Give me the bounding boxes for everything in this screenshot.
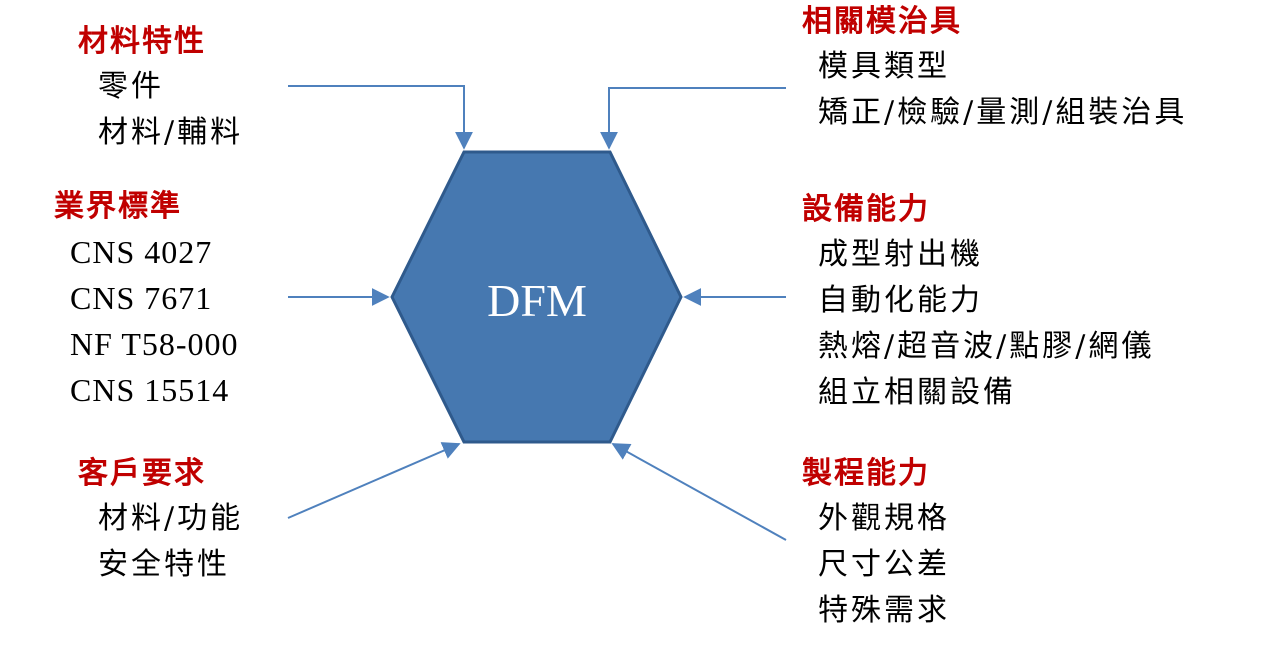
group-customer: 客戶要求 材料/功能 安全特性 [78,452,243,588]
heading-tooling: 相關模治具 [802,4,962,39]
item-process: 尺寸公差 [818,547,950,582]
arrow-tooling [600,87,786,150]
dfm-label: DFM [487,275,587,326]
item-materials: 零件 [98,69,164,104]
item-standard: NF T58-000 [70,326,239,362]
items-customer: 材料/功能 安全特性 [78,496,243,588]
heading-materials: 材料特性 [78,24,206,59]
item-customer: 材料/功能 [98,501,244,536]
group-equipment: 設備能力 成型射出機 自動化能力 熱熔/超音波/點膠/網儀 組立相關設備 [802,188,1154,416]
items-equipment: 成型射出機 自動化能力 熱熔/超音波/點膠/網儀 組立相關設備 [802,232,1154,416]
item-standard: CNS 7671 [70,280,213,316]
arrow-materials [288,85,473,150]
heading-standards: 業界標準 [54,189,182,224]
item-standard: CNS 15514 [70,372,230,408]
arrow-customer [287,442,461,519]
group-standards: 業界標準 CNS 4027 CNS 7671 NF T58-000 CNS 15… [54,185,239,413]
item-equipment: 熱熔/超音波/點膠/網儀 [818,329,1155,364]
items-tooling: 模具類型 矯正/檢驗/量測/組裝治具 [802,44,1187,136]
item-standard: CNS 4027 [70,234,213,270]
heading-equipment: 設備能力 [802,192,930,227]
arrows [287,85,787,541]
heading-process: 製程能力 [802,456,930,491]
heading-customer: 客戶要求 [78,456,206,491]
item-tooling: 矯正/檢驗/量測/組裝治具 [818,95,1188,130]
item-equipment: 自動化能力 [818,283,983,318]
item-process: 外觀規格 [818,501,950,536]
items-standards: CNS 4027 CNS 7671 NF T58-000 CNS 15514 [54,229,239,413]
arrow-process [611,443,787,541]
item-tooling: 模具類型 [818,49,950,84]
group-tooling: 相關模治具 模具類型 矯正/檢驗/量測/組裝治具 [802,0,1187,136]
items-process: 外觀規格 尺寸公差 特殊需求 [802,496,950,634]
item-customer: 安全特性 [98,547,230,582]
group-materials: 材料特性 零件 材料/輔料 [78,20,243,156]
group-process: 製程能力 外觀規格 尺寸公差 特殊需求 [802,452,950,634]
dfm-hexagon [390,150,683,444]
item-process: 特殊需求 [818,593,950,628]
item-equipment: 成型射出機 [818,237,983,272]
items-materials: 零件 材料/輔料 [78,64,243,156]
item-equipment: 組立相關設備 [818,375,1016,410]
item-materials: 材料/輔料 [98,115,244,150]
